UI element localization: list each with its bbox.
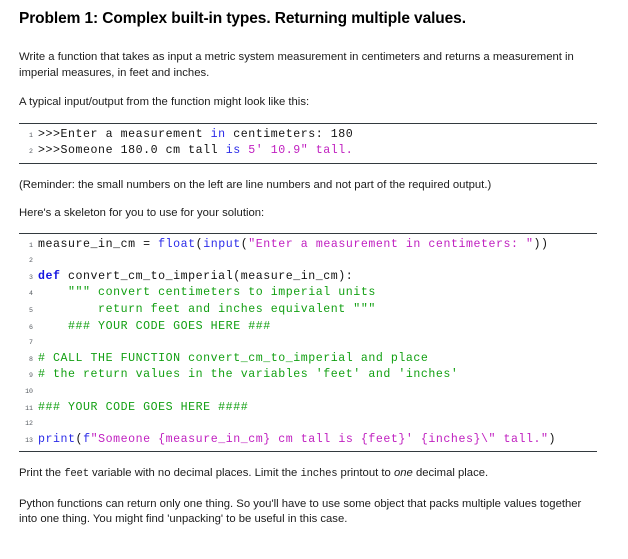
skeleton-intro-paragraph: Here's a skeleton for you to use for you…: [19, 207, 265, 220]
code-line: 12: [19, 416, 597, 432]
code-line: 2: [19, 253, 597, 269]
typical-io-paragraph: A typical input/output from the function…: [19, 96, 310, 108]
code-token-plain: centimeters: 180: [225, 127, 354, 141]
intro-paragraph: Write a function that takes as input a m…: [19, 51, 574, 79]
reminder-paragraph: (Reminder: the small numbers on the left…: [19, 178, 492, 191]
code-line-text: ### YOUR CODE GOES HERE ####: [38, 400, 597, 416]
code-token-plain: >>>Enter a measurement: [38, 127, 211, 141]
code-token-com: return feet and inches equivalent """: [38, 303, 376, 317]
code-line: 13 print(f"Someone {measure_in_cm} cm tal…: [19, 432, 597, 452]
print-note-c: printout to: [337, 467, 394, 480]
code-line-number: 12: [25, 420, 33, 428]
code-token-punc: (: [75, 432, 84, 446]
code-token-kw2: is: [225, 144, 241, 158]
code-token-punc: (: [240, 237, 249, 251]
code-line: 4 """ convert centimeters to imperial un…: [19, 285, 597, 302]
code-token-com: # the return values in the variables 'fe…: [38, 368, 459, 382]
code-token-plain: >>>Someone 180.0 cm tall: [38, 144, 226, 158]
code-line-text: # CALL THE FUNCTION convert_cm_to_imperi…: [38, 351, 597, 367]
code-line-number: 10: [25, 388, 33, 396]
code-token-punc: (: [195, 237, 204, 251]
code-line: 3 def convert_cm_to_imperial(measure_in_c…: [19, 269, 597, 286]
print-note-a: Print the: [19, 467, 65, 480]
code-line-number: 9: [29, 372, 33, 380]
code-line: 11 ### YOUR CODE GOES HERE ####: [19, 400, 597, 417]
code-line-number: 1: [29, 131, 33, 139]
code-line-number: 6: [29, 323, 33, 331]
code-line: 9 # the return values in the variables 'f…: [19, 367, 597, 384]
code-token-punc: ): [548, 432, 557, 446]
code-token-plain: convert_cm_to_imperial(measure_in_cm):: [60, 269, 354, 283]
print-note-paragraph: Print the feet variable with no decimal …: [0, 452, 628, 483]
print-note-one-emphasis: one: [393, 467, 413, 480]
code-line-text: print(f"Someone {measure_in_cm} cm tall …: [38, 432, 597, 448]
code-line: 10: [19, 384, 597, 400]
code-line: 7: [19, 335, 597, 351]
code-token-str: "Someone {measure_in_cm} cm tall is {fee…: [90, 432, 549, 446]
code-line: 1 >>>Enter a measurement in centimeters: …: [19, 124, 597, 144]
code-line-number: 13: [25, 436, 33, 444]
code-line-text: >>>Enter a measurement in centimeters: 1…: [38, 127, 597, 143]
code-line-number: 1: [29, 241, 33, 249]
code-token-kw2: in: [210, 127, 226, 141]
code-line: 2 >>>Someone 180.0 cm tall is 5' 10.9" ta…: [19, 143, 597, 163]
code-line-number: 7: [29, 339, 33, 347]
print-note-d: decimal place.: [412, 467, 489, 480]
code-token-com: ### YOUR CODE GOES HERE ###: [38, 319, 271, 333]
code-line-number: 11: [25, 404, 33, 412]
code-token-fpfx: f: [83, 432, 91, 446]
code-line-number: 5: [29, 307, 33, 315]
code-line-text: >>>Someone 180.0 cm tall is 5' 10.9" tal…: [38, 143, 597, 159]
code-line: 8 # CALL THE FUNCTION convert_cm_to_imper…: [19, 351, 597, 368]
print-note-feet-code: feet: [64, 468, 89, 481]
code-line-number: 2: [29, 257, 33, 265]
code-token-bi: float: [158, 237, 196, 251]
print-note-inches-code: inches: [300, 468, 338, 481]
code-token-com: ### YOUR CODE GOES HERE ####: [38, 400, 249, 414]
code-block-sample-output: 1 >>>Enter a measurement in centimeters: …: [19, 122, 597, 164]
code-line-number: 3: [29, 273, 33, 281]
code-token-str: "Enter a measurement in centimeters: ": [248, 237, 534, 251]
code-line-text: # the return values in the variables 'fe…: [38, 367, 597, 383]
code-line: 5 return feet and inches equivalent """: [19, 302, 597, 319]
page-title: Problem 1: Complex built-in types. Retur…: [19, 10, 466, 27]
code-line-text: return feet and inches equivalent """: [38, 302, 597, 318]
code-token-com: # CALL THE FUNCTION convert_cm_to_imperi…: [38, 351, 429, 365]
code-line-number: 2: [29, 148, 33, 156]
code-line-number: 8: [29, 355, 33, 363]
closing-paragraph: Python functions can return only one thi…: [19, 497, 582, 526]
code-token-str: 5' 10.9" tall.: [240, 144, 354, 158]
code-token-bi: print: [38, 432, 76, 446]
code-line-text: ### YOUR CODE GOES HERE ###: [38, 319, 597, 335]
code-token-bi: input: [203, 237, 241, 251]
code-token-punc: )): [533, 237, 549, 251]
code-line-text: measure_in_cm = float(input("Enter a mea…: [38, 237, 597, 253]
code-line-number: 4: [29, 290, 33, 298]
code-line-text: """ convert centimeters to imperial unit…: [38, 285, 597, 301]
print-note-b: variable with no decimal places. Limit t…: [88, 467, 301, 480]
code-line-text: def convert_cm_to_imperial(measure_in_cm…: [38, 269, 597, 285]
code-token-com: """ convert centimeters to imperial unit…: [38, 286, 376, 300]
code-token-kw: def: [38, 269, 61, 283]
code-token-plain: measure_in_cm =: [38, 237, 159, 251]
code-line: 6 ### YOUR CODE GOES HERE ###: [19, 319, 597, 336]
